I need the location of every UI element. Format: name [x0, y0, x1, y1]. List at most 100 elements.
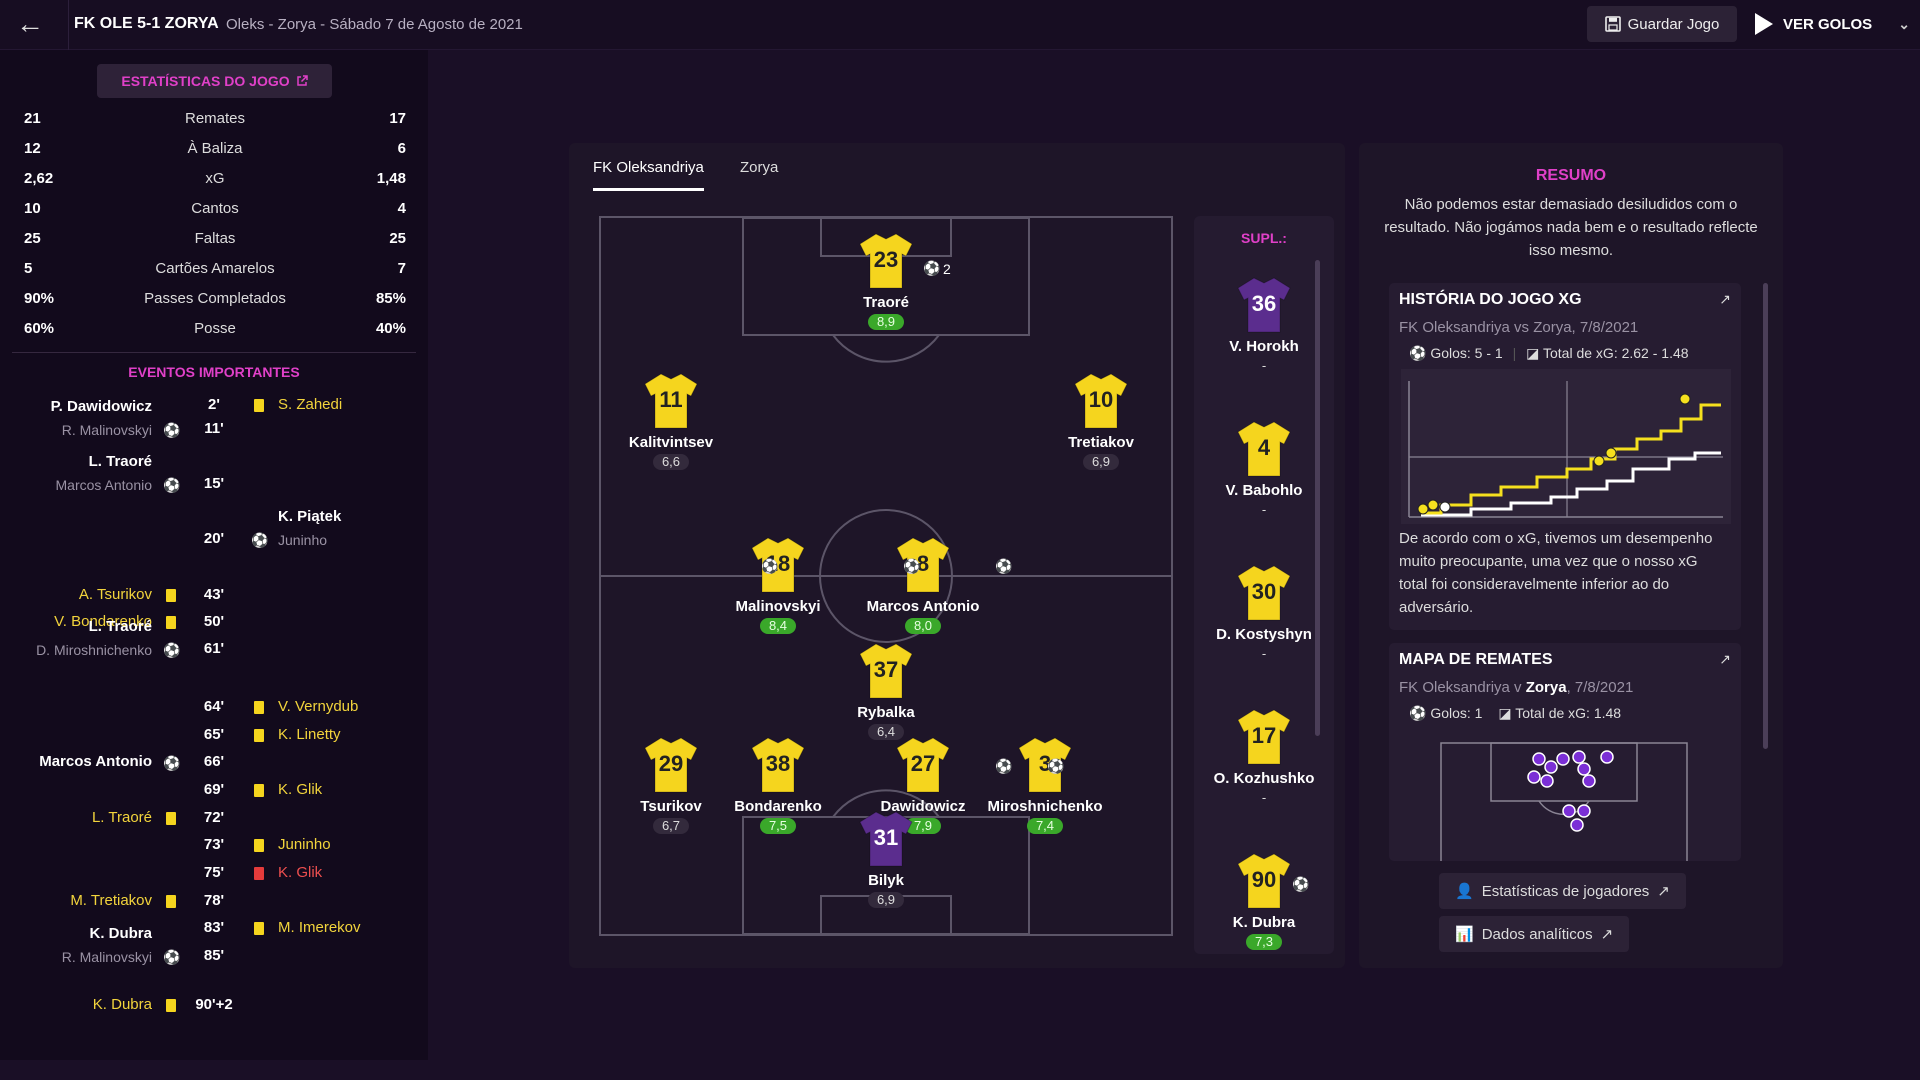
goal-ball-icon: ⚽ [163, 642, 181, 658]
event-player: V. Vernydub [278, 698, 359, 715]
event-time: 43' [203, 586, 225, 603]
player-rating: 8,0 [905, 618, 941, 634]
event-time: 66' [203, 753, 225, 770]
event-item: 69'K. Glik [0, 781, 428, 809]
player-number: 17 [1251, 723, 1277, 748]
shirt-icon [751, 737, 805, 793]
shot-map-subtitle-post: , 7/8/2021 [1566, 679, 1634, 696]
goal-ball-icon: ⚽ [923, 260, 941, 276]
chevron-down-icon[interactable]: ⌄ [1898, 15, 1910, 32]
event-player: Marcos Antonio [39, 753, 152, 770]
goal-count: 2 [943, 261, 951, 277]
tab-home-team[interactable]: FK Oleksandriya [593, 159, 704, 191]
xg-chart-icon: ◪ [1498, 705, 1512, 721]
player-name: D. Kostyshyn [1216, 626, 1312, 643]
top-bar-divider [68, 0, 69, 50]
expand-icon[interactable]: ↗ [1719, 651, 1731, 667]
stat-home-value: 2,62 [24, 170, 54, 187]
player-rating: - [1261, 646, 1267, 661]
player-name: K. Dubra [1232, 914, 1296, 931]
tab-away-team[interactable]: Zorya [740, 159, 779, 176]
player-name: Malinovskyi [735, 598, 821, 615]
bar-chart-icon: 📊 [1455, 926, 1474, 943]
analytics-button[interactable]: 📊 Dados analíticos ↗ [1439, 916, 1630, 952]
substitutes-scrollbar[interactable] [1315, 260, 1320, 736]
stat-home-value: 25 [24, 230, 41, 247]
event-time: 64' [203, 698, 225, 715]
play-icon [1755, 13, 1773, 35]
player-name: Marcos Antonio [866, 598, 980, 615]
yellow-card-icon [166, 895, 176, 908]
yellow-card-icon [254, 399, 264, 412]
player-rating: - [1261, 790, 1267, 805]
view-goals-button[interactable]: VER GOLOS ⌄ [1755, 6, 1910, 42]
person-icon: 👤 [1455, 883, 1474, 900]
player-number: 10 [1088, 387, 1114, 412]
event-time: 90'+2 [195, 996, 233, 1013]
yellow-card-icon [254, 839, 264, 852]
player-rating: 6,9 [1083, 454, 1119, 470]
yellow-card-icon [166, 616, 176, 629]
shirt-icon [859, 811, 913, 867]
player-name: Kalitvintsev [628, 434, 714, 451]
event-time: 65' [203, 726, 225, 743]
match-score-title: FK OLE 5-1 ZORYA [74, 15, 219, 32]
match-stats-button[interactable]: ESTATÍSTICAS DO JOGO [97, 64, 332, 98]
player-name: Traoré [863, 294, 909, 311]
xg-story-total: Total de xG: 2.62 - 1.48 [1543, 345, 1689, 361]
shot-map-subtitle-team: Zorya [1525, 679, 1567, 696]
back-arrow-icon[interactable]: ← [16, 8, 44, 39]
stat-away-value: 4 [397, 200, 406, 217]
shirt-icon [1074, 373, 1128, 429]
stat-home-value: 10 [24, 200, 41, 217]
player-rating: 7,5 [760, 818, 796, 834]
expand-icon[interactable]: ↗ [1719, 291, 1731, 307]
player-stats-button[interactable]: 👤 Estatísticas de jogadores ↗ [1439, 873, 1686, 909]
player-number: 3 [1038, 751, 1052, 776]
substitutes-title: SUPL.: [1241, 230, 1287, 246]
player-rating: 7,3 [1246, 934, 1282, 950]
summary-title: RESUMO [1535, 167, 1607, 184]
shot-map-card: MAPA DE REMATES ↗ FK Oleksandriya v Zory… [1389, 643, 1741, 861]
xg-timeline-chart [1401, 369, 1731, 524]
summary-text: Não podemos estar demasiado desiludidos … [1384, 196, 1758, 259]
external-link-icon: ↗ [1657, 883, 1670, 900]
save-game-button[interactable]: Guardar Jogo [1587, 6, 1737, 42]
stat-away-value: 6 [397, 140, 406, 157]
event-assist: R. Malinovskyi [61, 949, 152, 965]
stat-label: Posse [194, 320, 236, 337]
event-item: 75'K. Glik [0, 864, 428, 892]
player-number: 37 [873, 657, 899, 682]
event-time: 61' [203, 640, 225, 657]
shirt-icon [644, 373, 698, 429]
player-rating: 6,7 [653, 818, 689, 834]
summary-scrollbar[interactable] [1763, 283, 1768, 749]
shot-map-xg: Total de xG: 1.48 [1515, 705, 1622, 721]
event-player: Juninho [278, 836, 331, 853]
player-name: Miroshnichenko [987, 798, 1103, 815]
